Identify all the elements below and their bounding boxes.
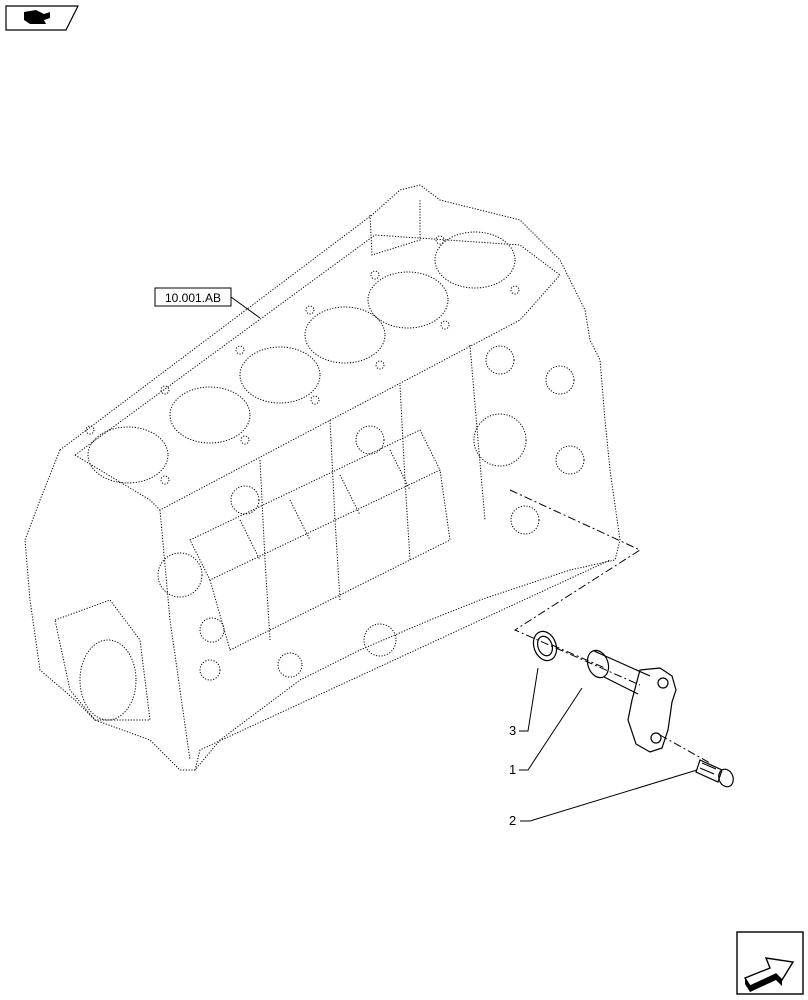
reference-label-box[interactable]: 10.001.AB — [154, 287, 261, 319]
assembly-lines — [509, 489, 711, 764]
callout-3[interactable]: 3 — [509, 667, 539, 738]
engine-block-outline — [24, 184, 621, 771]
ring-part — [532, 630, 558, 662]
callout-number-1: 1 — [509, 762, 516, 777]
callout-number-2: 2 — [509, 813, 516, 828]
screw-part — [695, 759, 734, 788]
reference-label: 10.001.AB — [165, 291, 221, 305]
callout-number-3: 3 — [509, 723, 516, 738]
book-arrow-icon[interactable] — [5, 5, 79, 31]
next-page-arrow-icon[interactable] — [736, 931, 804, 995]
pin-part — [586, 649, 677, 753]
callout-1[interactable]: 1 — [509, 687, 583, 777]
callout-2[interactable]: 2 — [509, 769, 698, 828]
